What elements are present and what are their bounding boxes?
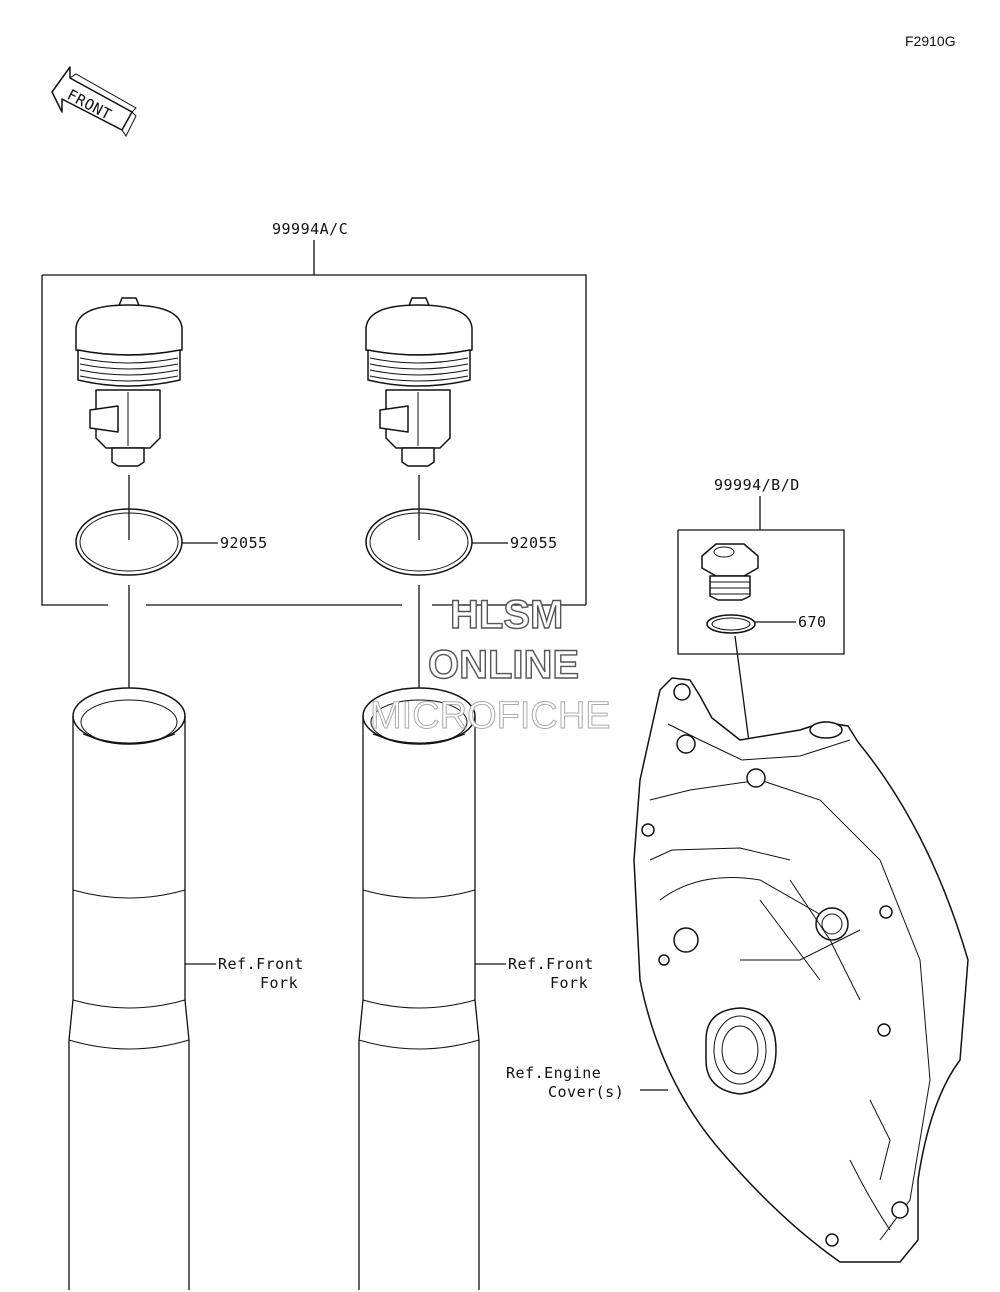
ref-engine-line1[interactable]: Ref.Engine bbox=[506, 1064, 601, 1082]
ref-engine-line2[interactable]: Cover(s) bbox=[548, 1083, 624, 1101]
fork-tube-right bbox=[358, 687, 480, 1290]
fork-cap-left bbox=[75, 297, 183, 467]
watermark-line3: MICROFICHE bbox=[370, 695, 611, 737]
callout-oring-right[interactable]: 92055 bbox=[510, 534, 558, 552]
front-arrow-icon: FRONT bbox=[51, 66, 137, 137]
kit-left-group: 99994A/C bbox=[41, 220, 587, 606]
ref-fork-right-line1[interactable]: Ref.Front bbox=[508, 955, 594, 973]
callout-kit-right[interactable]: 99994/B/D bbox=[714, 476, 800, 494]
callout-washer[interactable]: 670 bbox=[798, 613, 827, 631]
fork-cap-right bbox=[365, 297, 473, 467]
ref-fork-left-line2[interactable]: Fork bbox=[260, 974, 298, 992]
ref-fork-right-line2[interactable]: Fork bbox=[550, 974, 588, 992]
figure-code: F2910G bbox=[905, 33, 956, 49]
watermark: HLSM ONLINE MICROFICHE bbox=[370, 592, 612, 737]
callout-kit-left[interactable]: 99994A/C bbox=[272, 220, 348, 238]
fork-tube-left bbox=[68, 687, 190, 1290]
watermark-line2: ONLINE bbox=[428, 643, 579, 687]
ref-fork-left-line1[interactable]: Ref.Front bbox=[218, 955, 304, 973]
callout-oring-left[interactable]: 92055 bbox=[220, 534, 268, 552]
watermark-line1: HLSM bbox=[450, 593, 563, 637]
engine-cover bbox=[633, 677, 969, 1263]
kit-right-group: 99994/B/D 670 bbox=[677, 476, 845, 655]
